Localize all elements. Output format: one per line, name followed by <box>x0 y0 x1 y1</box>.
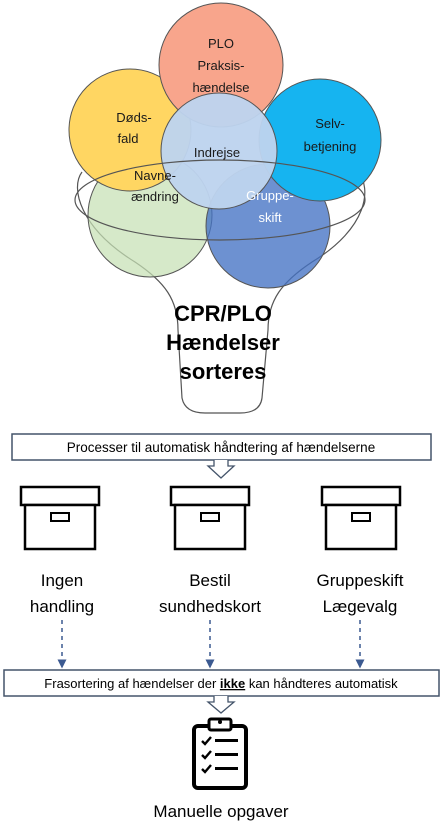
label-dodsfald: Døds- fald <box>116 110 151 146</box>
svg-text:Bestil: Bestil <box>189 571 231 590</box>
label-selvbetjening: Selv- betjening <box>304 116 357 154</box>
archive-box-icon <box>19 485 101 551</box>
svg-text:betjening: betjening <box>304 139 357 154</box>
svg-text:Navne-: Navne- <box>134 168 176 183</box>
sorting-bar-text: Frasortering af hændelser der ikke kan h… <box>44 676 398 691</box>
svg-text:ændring: ændring <box>131 189 179 204</box>
funnel-title: CPR/PLO Hændelser sorteres <box>166 301 280 384</box>
final-label-manuelle-opgaver: Manuelle opgaver <box>153 802 288 821</box>
svg-text:Hændelser: Hændelser <box>166 330 280 355</box>
label-navneaendring: Navne- ændring <box>131 168 179 204</box>
archive-box-icon <box>169 485 251 551</box>
bubble-indrejse <box>160 92 278 210</box>
svg-text:CPR/PLO: CPR/PLO <box>174 301 272 326</box>
box-label-gruppeskift-laegevalg: Gruppeskift Lægevalg <box>317 571 404 616</box>
label-gruppeskift: Gruppe- skift <box>246 188 294 225</box>
svg-text:hændelse: hændelse <box>192 80 249 95</box>
box-label-bestil-sundhedskort: Bestil sundhedskort <box>159 571 261 616</box>
svg-text:skift: skift <box>258 210 282 225</box>
clipboard-checklist-icon <box>192 717 248 790</box>
svg-text:sorteres: sorteres <box>180 359 267 384</box>
svg-text:handling: handling <box>30 597 94 616</box>
svg-text:Praksis-: Praksis- <box>198 58 245 73</box>
box-label-ingen-handling: Ingen handling <box>30 571 94 616</box>
svg-text:Gruppe-: Gruppe- <box>246 188 294 203</box>
label-indrejse: Indrejse <box>194 145 240 160</box>
svg-text:Lægevalg: Lægevalg <box>323 597 398 616</box>
label-plo: PLO Praksis- hændelse <box>192 36 249 95</box>
down-arrow-icon <box>206 696 236 714</box>
svg-text:Selv-: Selv- <box>315 116 345 131</box>
down-arrow-icon <box>206 460 236 479</box>
svg-text:Ingen: Ingen <box>41 571 84 590</box>
svg-text:fald: fald <box>118 131 139 146</box>
process-bar-text: Processer til automatisk håndtering af h… <box>67 440 375 455</box>
sorting-bar <box>3 669 440 697</box>
svg-text:Døds-: Døds- <box>116 110 151 125</box>
process-bar <box>11 433 432 461</box>
svg-text:sundhedskort: sundhedskort <box>159 597 261 616</box>
funnel-rim <box>74 159 366 241</box>
archive-box-icon <box>320 485 402 551</box>
svg-text:Gruppeskift: Gruppeskift <box>317 571 404 590</box>
svg-text:PLO: PLO <box>208 36 234 51</box>
